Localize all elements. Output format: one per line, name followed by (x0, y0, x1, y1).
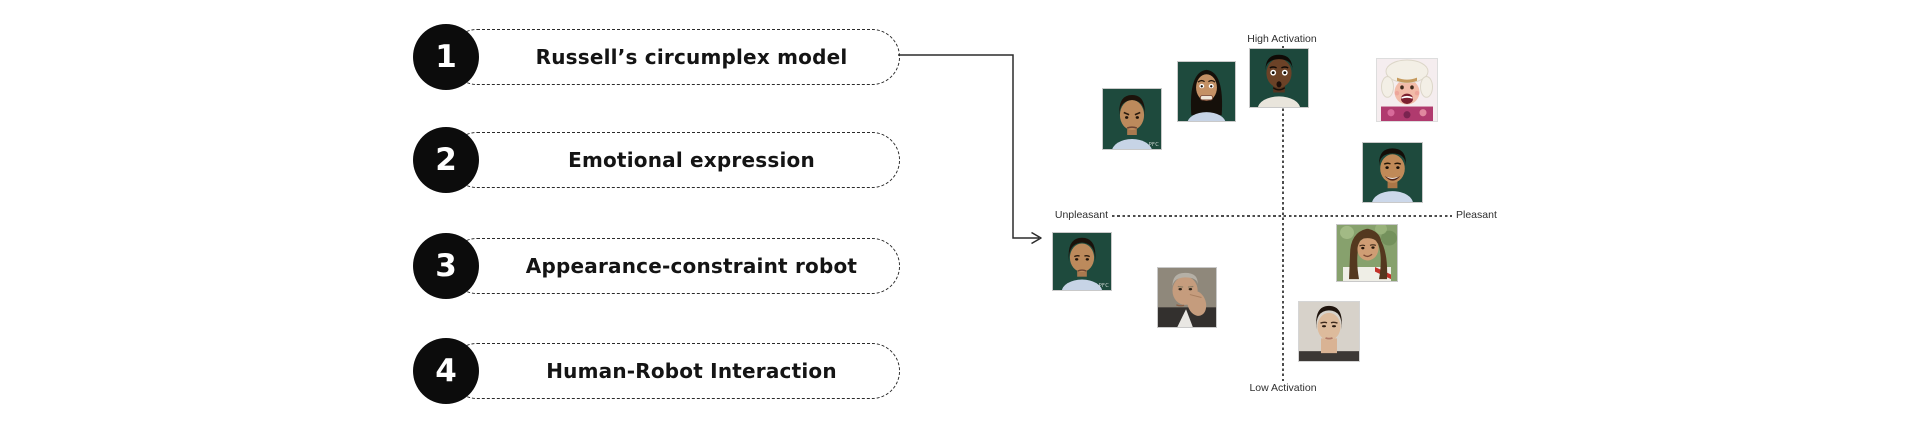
agenda-pill-1: Russell’s circumplex model (449, 29, 900, 85)
agenda-number-badge-4: 4 (413, 338, 479, 404)
face-photo-afraid-man (1177, 61, 1236, 122)
agenda-pill-2: Emotional expression (449, 132, 900, 188)
agenda-item-2: Emotional expression 2 (413, 127, 900, 193)
agenda-item-4: Human-Robot Interaction 4 (413, 338, 900, 404)
face-photo-angry-woman: PFC (1102, 88, 1162, 150)
activation-axis-line (1282, 46, 1284, 381)
axis-label-high-activation: High Activation (1247, 33, 1317, 45)
face-photo-surprised-man (1249, 48, 1309, 108)
agenda-label-3: Appearance-constraint robot (525, 254, 858, 278)
agenda-number-badge-3: 3 (413, 233, 479, 299)
agenda-label-2: Emotional expression (568, 148, 815, 172)
photo-watermark: PFC (1098, 283, 1109, 289)
agenda-pill-4: Human-Robot Interaction (449, 343, 900, 399)
agenda-number-badge-1: 1 (413, 24, 479, 90)
agenda-number-1: 1 (435, 38, 457, 75)
agenda-label-4: Human-Robot Interaction (546, 359, 837, 383)
agenda-number-badge-2: 2 (413, 127, 479, 193)
connector-arrow (898, 54, 1042, 245)
axis-label-pleasant: Pleasant (1456, 209, 1497, 221)
axis-label-low-activation: Low Activation (1249, 382, 1317, 394)
face-photo-calm-woman (1298, 301, 1360, 362)
face-photo-excited-child (1376, 58, 1438, 122)
agenda-item-3: Appearance-constraint robot 3 (413, 233, 900, 299)
face-photo-bored-man (1157, 267, 1217, 328)
agenda-number-3: 3 (435, 247, 457, 284)
agenda-number-4: 4 (435, 352, 457, 389)
agenda-pill-3: Appearance-constraint robot (449, 238, 900, 294)
agenda-label-1: Russell’s circumplex model (535, 45, 848, 69)
axis-label-unpleasant: Unpleasant (1054, 209, 1108, 221)
face-photo-sad-woman: PFC (1052, 232, 1112, 291)
agenda-number-2: 2 (435, 141, 457, 178)
face-photo-content-woman (1336, 224, 1398, 282)
photo-watermark: PFC (1148, 142, 1159, 148)
face-photo-happy-man (1362, 142, 1423, 203)
agenda-item-1: Russell’s circumplex model 1 (413, 24, 900, 90)
